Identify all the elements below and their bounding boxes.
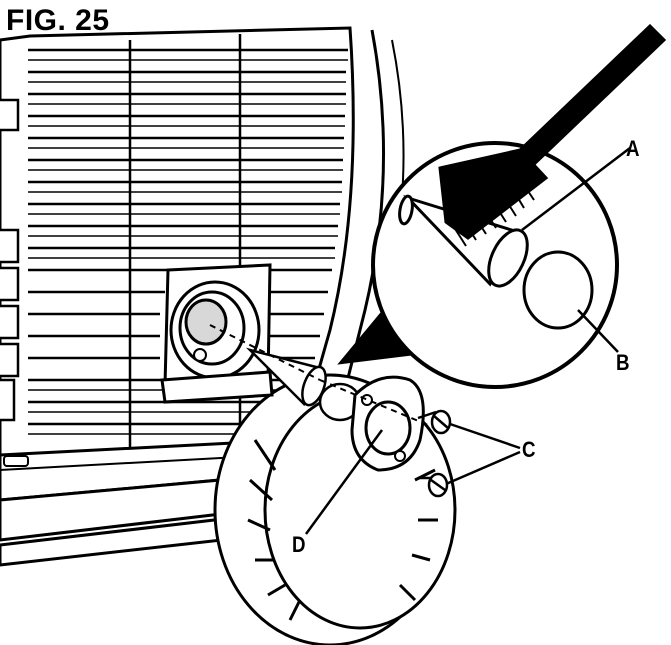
leader-a [521,147,631,231]
leader-b [577,309,619,353]
callout-b: B [616,350,630,375]
leader-lines [304,147,631,535]
wire-brush-icon [438,23,667,247]
detail-gasket [522,250,594,330]
spark-arrestor-screen-exploded [209,324,327,407]
leader-c-upper [449,422,521,450]
screws [417,409,452,498]
screw-lower [418,472,449,498]
leader-d [304,429,384,535]
figure-title: FIG. 25 [6,4,110,37]
callout-c: C [522,437,536,462]
leader-c-lower [445,450,521,486]
callout-a: A [626,136,640,161]
exhaust-outlet [160,263,274,404]
callout-d: D [292,532,306,557]
screw-upper [417,409,452,435]
